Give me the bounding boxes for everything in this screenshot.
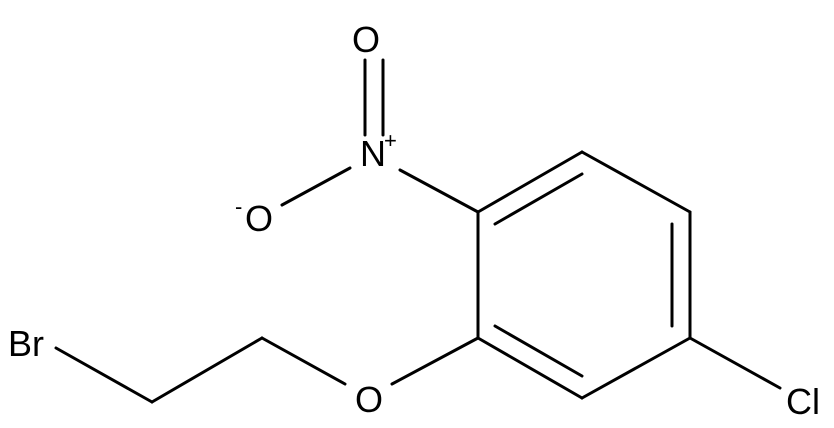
bond-n-o-single [280,166,352,207]
atom-br: Br [8,323,44,364]
charge-o-minus: - [235,194,242,219]
bond-c5-c6 [476,336,584,400]
bond-c2-c3 [580,150,692,214]
atom-o-ether: O [355,379,383,420]
bromoethoxy-chain: O Br [8,323,480,420]
atom-cl: Cl [786,381,820,422]
bond-ch2-br [54,346,154,404]
bond-ch2-ch2 [150,336,264,404]
bond-c4-c5 [580,336,692,400]
bond-c1-c2-inner [493,172,584,226]
benzene-ring [476,150,692,400]
nitro-group: N + O - O [235,19,480,239]
chloro-group: Cl [688,336,820,422]
bond-c1-c2 [476,150,584,214]
bond-c6-o [390,336,480,386]
bond-o-ch2 [260,336,347,386]
bond-c5-c6-inner [493,324,584,378]
atom-o-nitro-left: O [245,198,273,239]
bond-c1-n [398,168,480,214]
bond-c4-cl [688,336,782,390]
charge-n-plus: + [384,128,397,153]
atom-n-nitro: N [360,133,386,174]
atom-o-nitro-top: O [352,19,380,60]
